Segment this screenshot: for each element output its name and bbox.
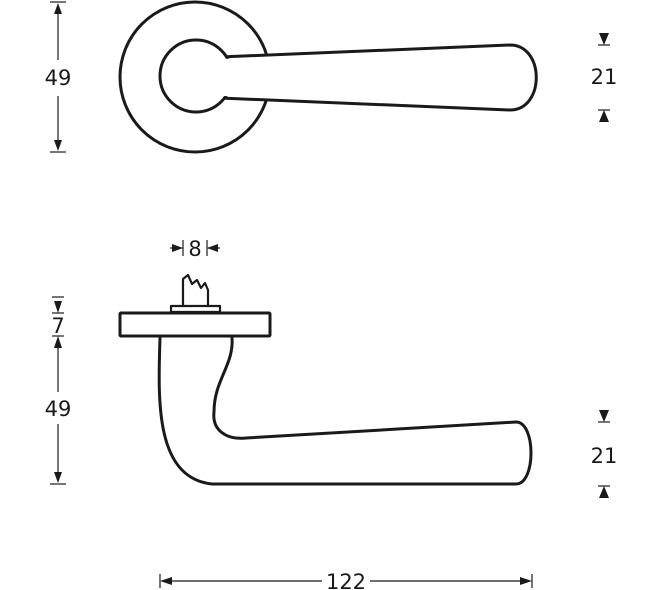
dim-label-lever-length: 122 <box>326 570 366 590</box>
top-lever-neck <box>214 58 236 97</box>
side-view <box>118 273 533 486</box>
side-spindle-base <box>169 304 222 314</box>
dim-label-rose-diameter-top: 49 <box>45 66 72 90</box>
dim-rose-thickness: 7 <box>51 296 65 348</box>
dim-lever-length: 122 <box>159 570 533 590</box>
dim-label-rose-thickness: 7 <box>51 314 64 338</box>
top-view <box>118 0 538 154</box>
dim-label-spindle-width: 8 <box>188 237 201 261</box>
side-spindle <box>181 273 210 308</box>
dim-rose-diameter-top: 49 <box>45 1 72 153</box>
side-rose-plate <box>118 311 272 338</box>
dim-spindle-width: 8 <box>170 237 220 261</box>
dim-label-lever-grip-top: 21 <box>591 65 618 89</box>
top-lever-body <box>218 43 538 112</box>
dim-lever-grip-top: 21 <box>591 33 618 122</box>
dim-label-lever-grip-side: 21 <box>591 444 618 468</box>
side-lever-body <box>157 336 533 486</box>
dim-lever-height-side: 49 <box>45 348 72 485</box>
dim-label-lever-height-side: 49 <box>45 397 72 421</box>
dim-lever-grip-side: 21 <box>591 410 618 498</box>
